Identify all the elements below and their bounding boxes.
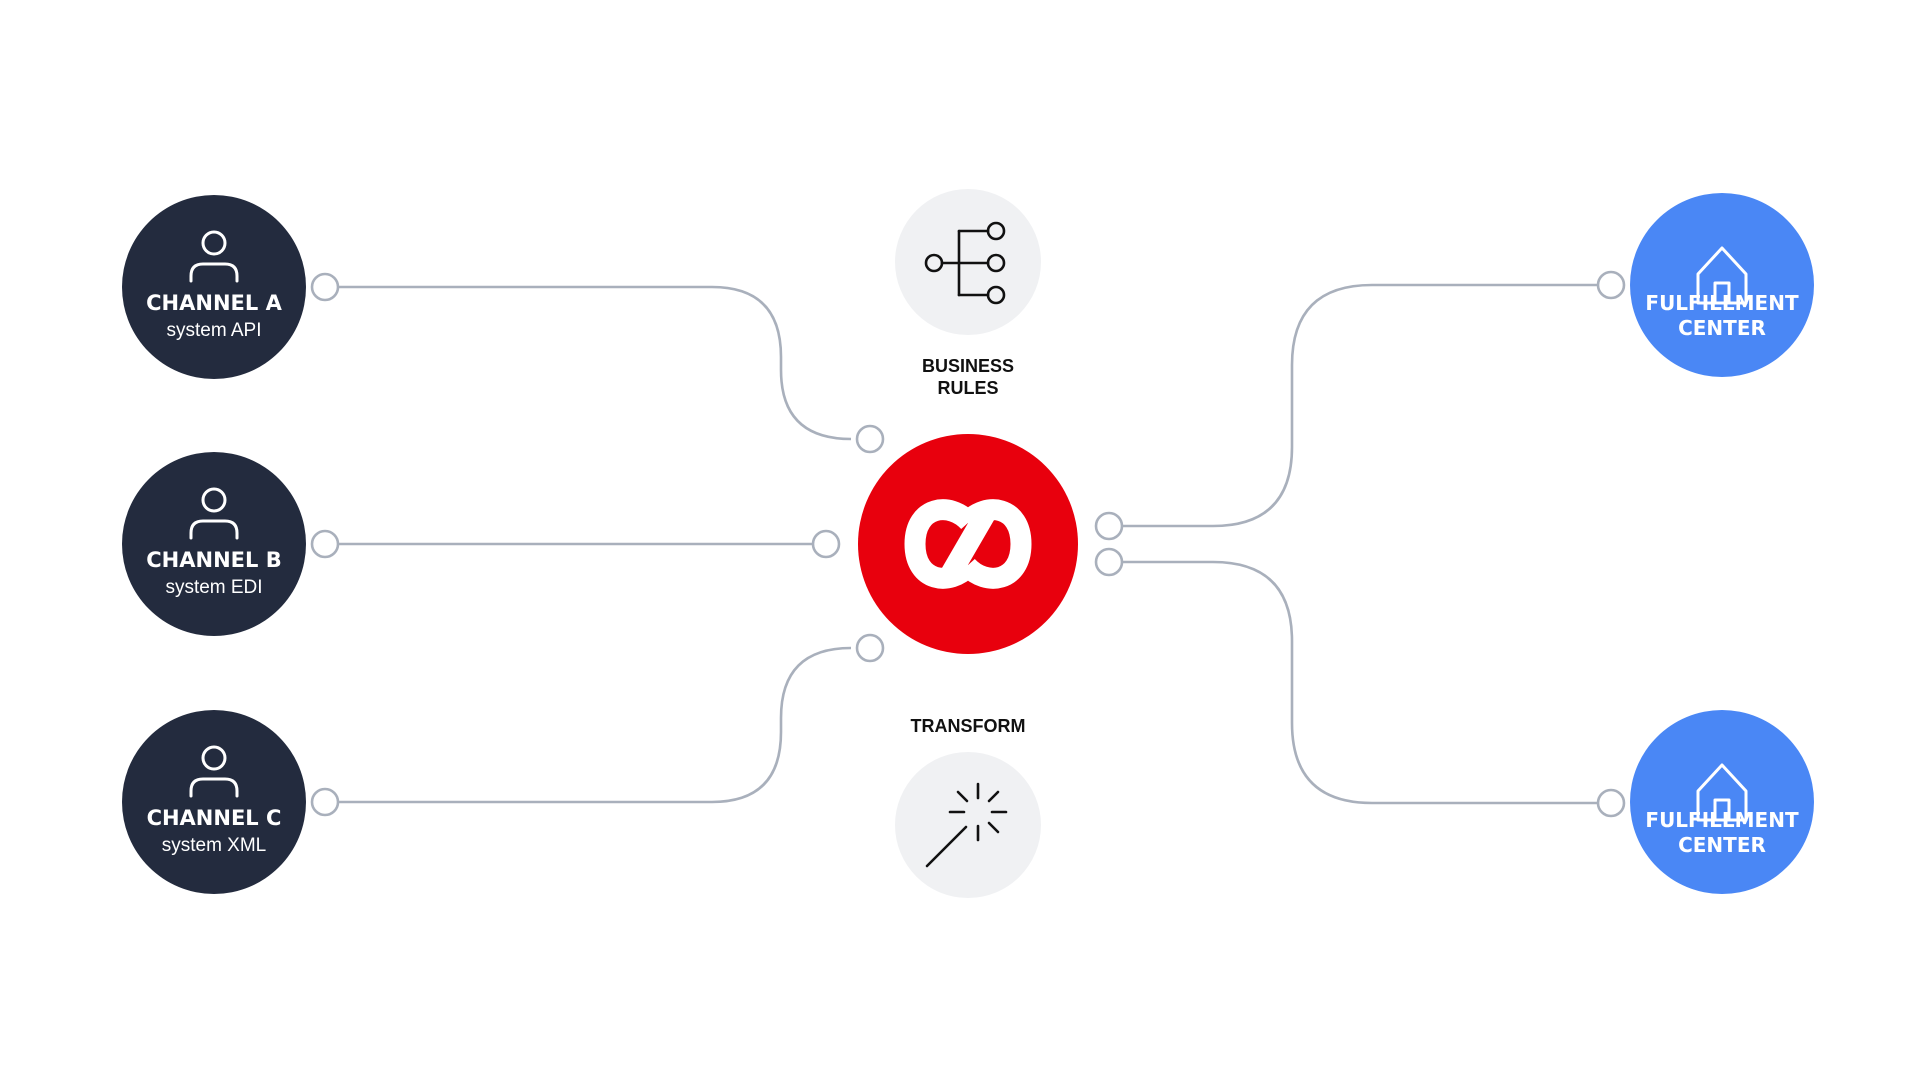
fulfillment-top-circle xyxy=(1630,193,1814,377)
transform-node: TRANSFORM xyxy=(895,716,1041,898)
fulfillment-top-label-2: CENTER xyxy=(1678,316,1766,340)
port-hub-in-b xyxy=(811,529,841,559)
port-hub-out-bottom xyxy=(1094,547,1124,577)
connections xyxy=(324,283,1597,805)
channel-a-title: CHANNEL A xyxy=(146,291,282,315)
business-rules-label-2: RULES xyxy=(937,378,998,398)
channel-c-node: CHANNEL C system XML xyxy=(122,710,306,894)
port-hub-in-c xyxy=(855,633,885,663)
port-channel-c xyxy=(310,787,340,817)
channel-b-title: CHANNEL B xyxy=(146,548,281,572)
port-hub-out-top xyxy=(1094,511,1124,541)
port-fulfillment-bottom xyxy=(1596,788,1626,818)
link-logo-icon xyxy=(904,499,1032,589)
wire-channel-c xyxy=(324,646,852,804)
channel-b-system: system EDI xyxy=(165,577,262,598)
person-icon xyxy=(189,745,239,798)
magic-wand-icon xyxy=(925,782,1008,868)
transform-circle xyxy=(895,752,1041,898)
channel-a-circle xyxy=(122,195,306,379)
channel-a-system: system API xyxy=(166,320,261,341)
fulfillment-bottom-label-2: CENTER xyxy=(1678,833,1766,857)
channel-b-node: CHANNEL B system EDI xyxy=(122,452,306,636)
port-fulfillment-top xyxy=(1596,270,1626,300)
wire-channel-a xyxy=(324,285,852,441)
fulfillment-top-label-1: FULFILLMENT xyxy=(1645,291,1799,315)
channel-c-circle xyxy=(122,710,306,894)
channel-a-node: CHANNEL A system API xyxy=(122,195,306,379)
channel-b-circle xyxy=(122,452,306,636)
person-icon xyxy=(189,230,239,283)
port-channel-b xyxy=(310,529,340,559)
ports xyxy=(310,270,1626,818)
wire-fulfillment-top xyxy=(1109,283,1597,528)
house-icon xyxy=(1696,246,1748,305)
fulfillment-bottom-circle xyxy=(1630,710,1814,894)
transform-label: TRANSFORM xyxy=(911,716,1026,736)
channel-c-system: system XML xyxy=(162,835,267,856)
wire-fulfillment-bottom xyxy=(1109,560,1597,805)
hub-node xyxy=(858,434,1078,654)
port-channel-a xyxy=(310,272,340,302)
business-rules-label-1: BUSINESS xyxy=(922,356,1014,376)
port-hub-in-a xyxy=(855,424,885,454)
person-icon xyxy=(189,487,239,540)
fulfillment-center-top-node: FULFILLMENT CENTER xyxy=(1630,193,1814,377)
business-rules-node: BUSINESS RULES xyxy=(895,189,1041,398)
fulfillment-center-bottom-node: FULFILLMENT CENTER xyxy=(1630,710,1814,894)
hierarchy-tree-icon xyxy=(924,221,1006,305)
fulfillment-bottom-label-1: FULFILLMENT xyxy=(1645,808,1799,832)
channel-c-title: CHANNEL C xyxy=(147,806,282,830)
house-icon xyxy=(1696,763,1748,822)
